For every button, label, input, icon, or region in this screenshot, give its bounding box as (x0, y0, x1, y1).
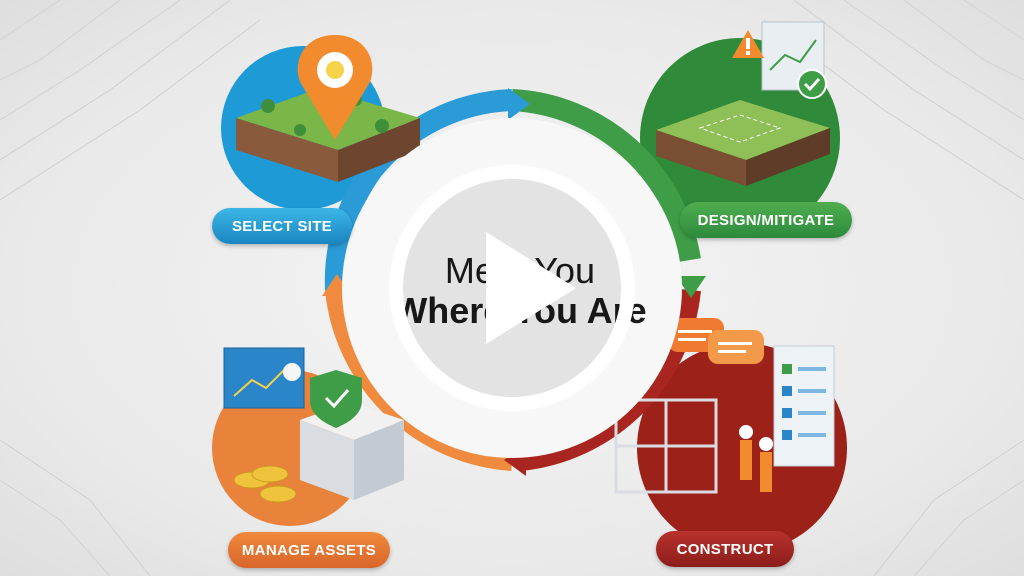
scaffold-icon (614, 398, 718, 494)
play-icon (486, 232, 576, 344)
arrow-right-icon (508, 88, 530, 120)
checklist-icon (773, 345, 835, 467)
site-plan-icon (656, 100, 830, 186)
monitor-chart-icon (223, 347, 305, 409)
construct-label: CONSTRUCT (656, 531, 794, 567)
manage-assets-label: MANAGE ASSETS (228, 532, 390, 568)
shield-check-icon (310, 370, 362, 428)
arrow-down-icon (676, 276, 706, 298)
location-pin-icon (297, 35, 373, 140)
warning-icon (732, 30, 764, 58)
chat-bubbles-icon (668, 318, 764, 364)
building-icon (300, 402, 404, 500)
design-mitigate-label: DESIGN/MITIGATE (680, 202, 852, 238)
coins-icon (233, 465, 297, 503)
checkmark-badge-icon (797, 69, 827, 99)
select-site-label: SELECT SITE (212, 208, 352, 244)
workers-icon (739, 425, 773, 492)
lightbulb-icon (326, 61, 344, 79)
play-button[interactable] (384, 160, 640, 416)
